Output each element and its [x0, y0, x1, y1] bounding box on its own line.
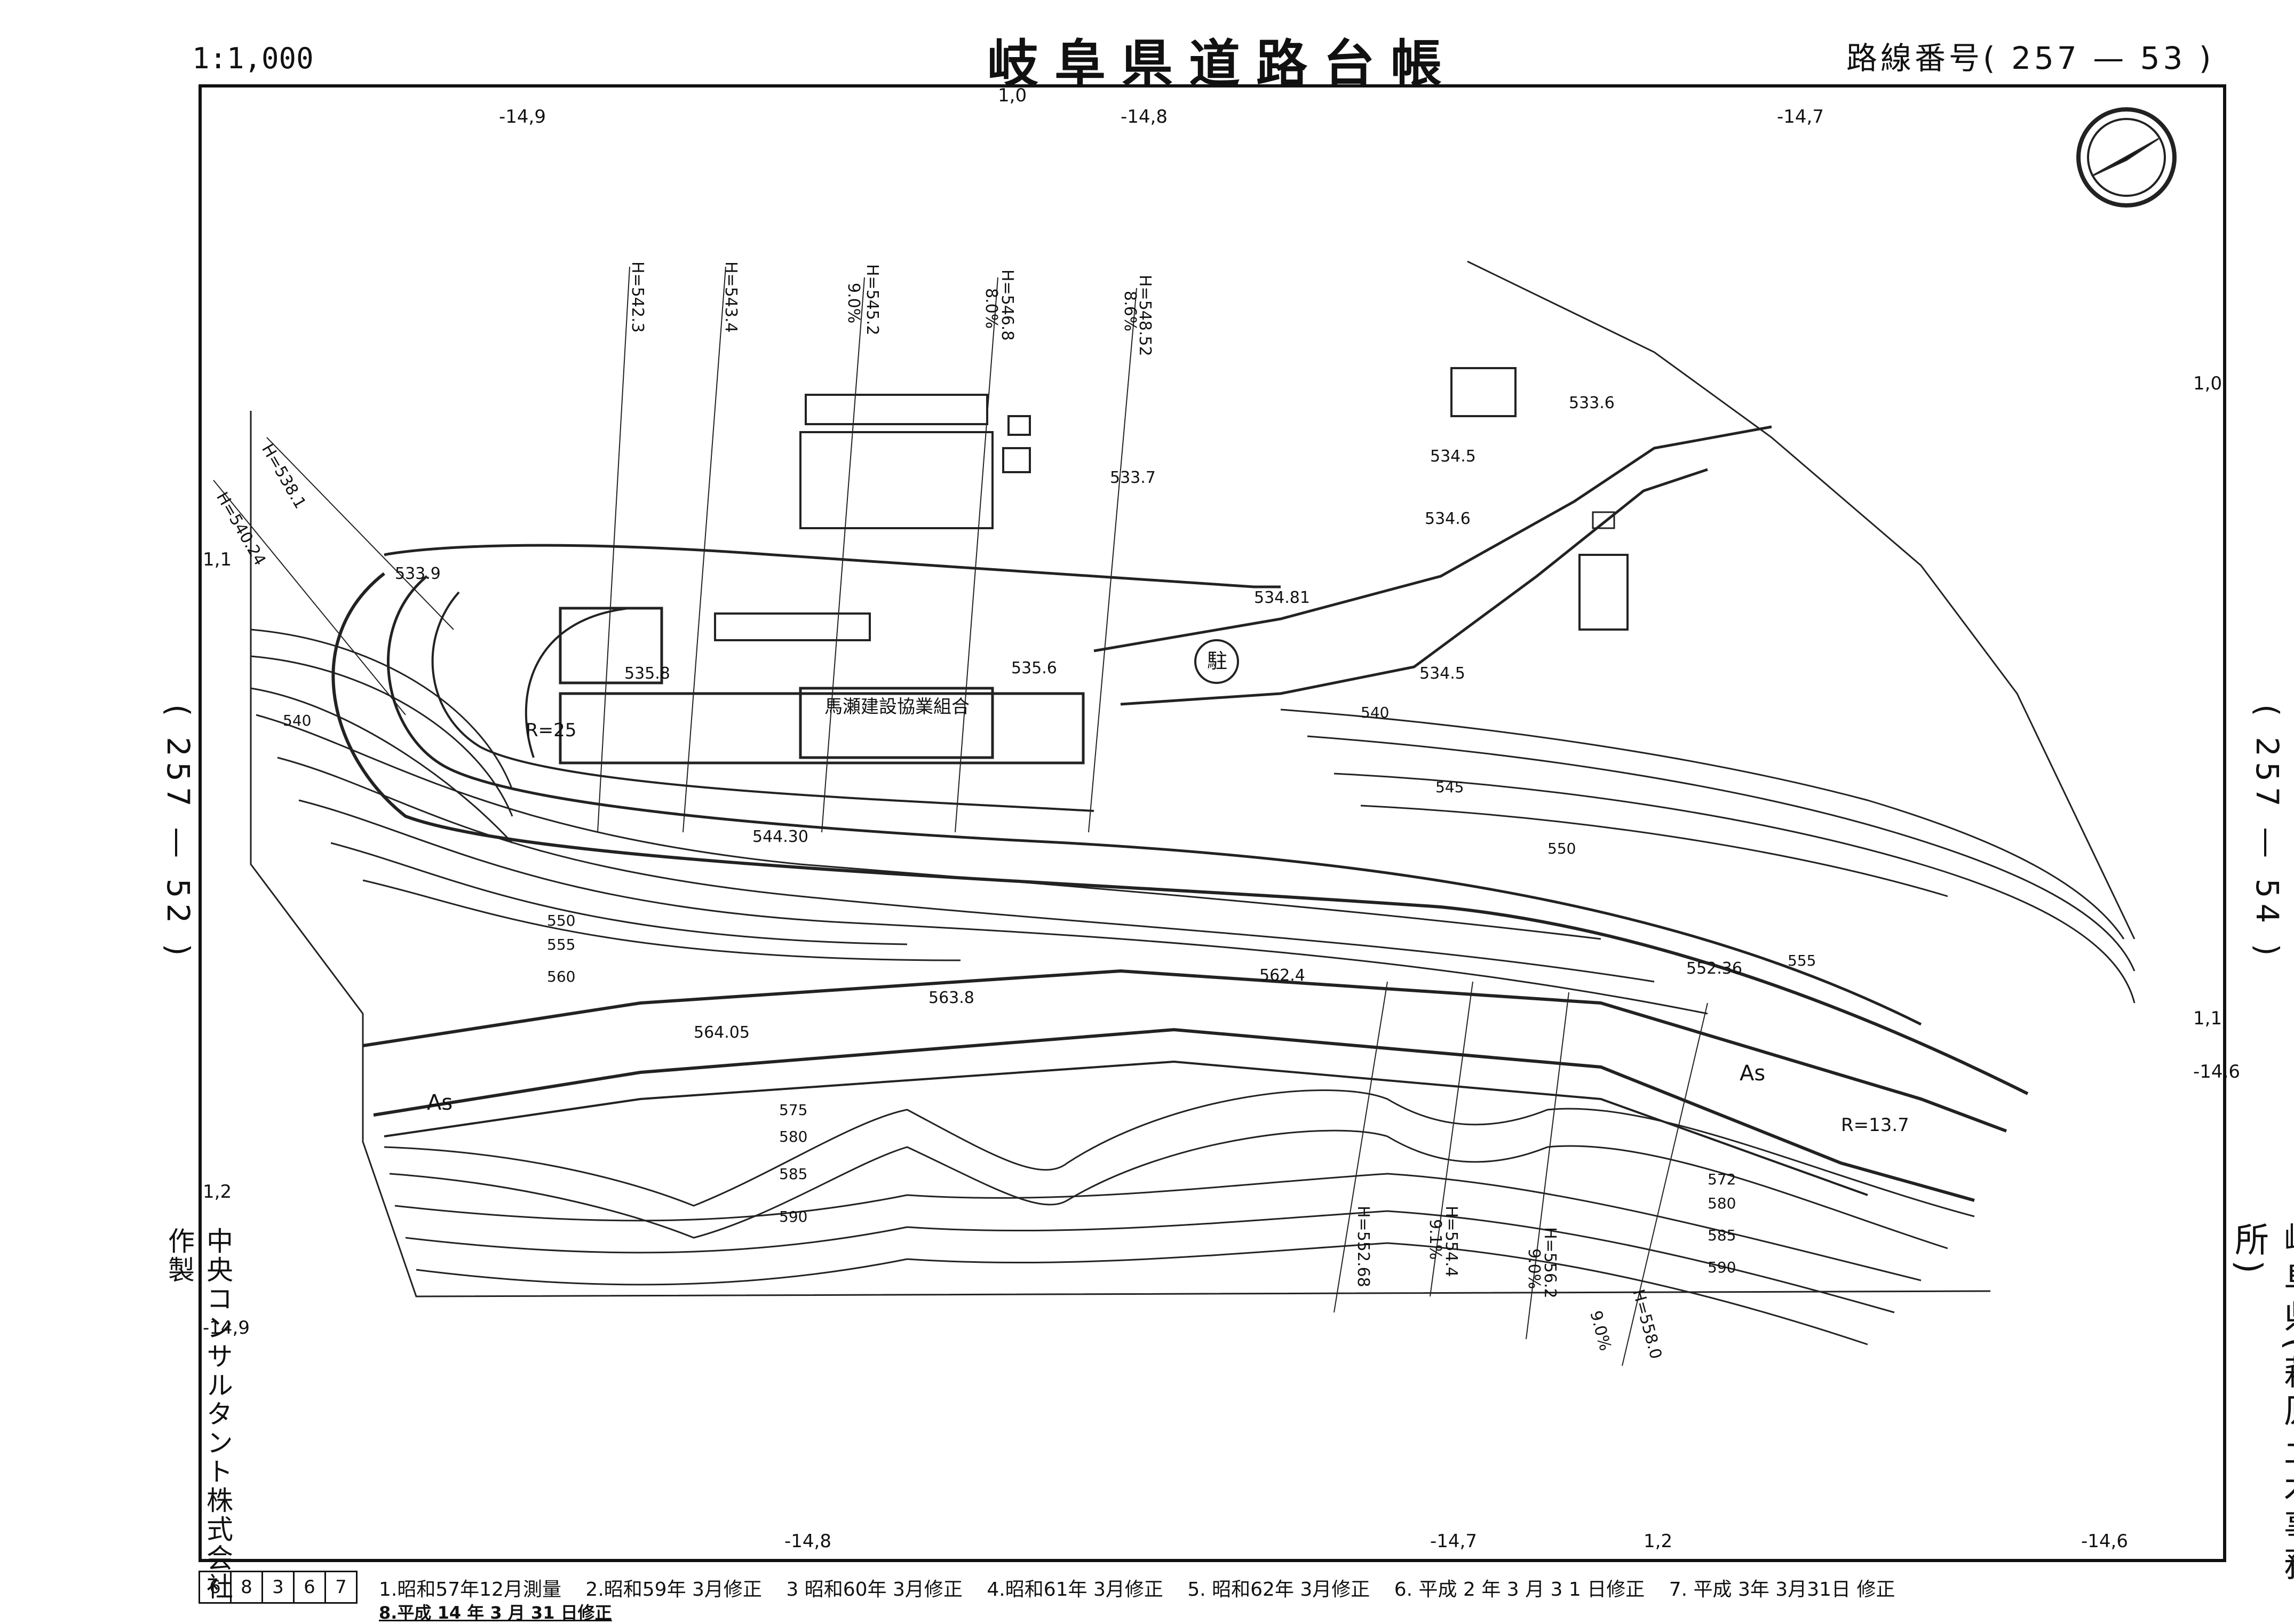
- revision-entry-latest: 8.平成 14 年 3 月 31 日修正: [379, 1603, 612, 1623]
- contour-label-13: 572: [1708, 1171, 1736, 1188]
- surface-label-2: As: [1740, 1061, 1765, 1086]
- grid-mark-2: 1,0: [998, 85, 1027, 106]
- route-number: 路線番号( 257 — 53 ): [1846, 40, 2214, 76]
- spot-height-14: 552.36: [1686, 959, 1742, 978]
- elevation-note-3: H=542.3: [628, 261, 647, 333]
- grid-mark-14: -14,9: [203, 1317, 250, 1339]
- contour-label-9: 575: [779, 1101, 807, 1119]
- contour-label-2: 540: [1361, 704, 1389, 721]
- elevation-note-9: H=554.4: [1442, 1206, 1460, 1277]
- grade-note-4: 9.1%: [1426, 1219, 1444, 1260]
- elevation-note-7: H=548.52: [1136, 275, 1154, 356]
- grade-note-6: 9.0%: [1586, 1309, 1615, 1353]
- radius-label-2: R=13.7: [1841, 1114, 1909, 1136]
- sheet-id-digit: 6: [295, 1572, 326, 1602]
- elevation-note-1: H=538.1: [258, 441, 309, 512]
- contour-label-4: 550: [1547, 840, 1576, 857]
- elevation-note-5: H=545.2: [863, 264, 882, 336]
- grid-mark-7: -14,6: [2193, 1061, 2240, 1082]
- adjacent-route-left: ( 257 — 52 ): [160, 704, 196, 961]
- surface-label-1: As: [427, 1090, 453, 1115]
- adjacent-route-right: ( 257 — 54 ): [2249, 704, 2285, 961]
- grid-mark-13: 1,1: [2193, 1008, 2222, 1029]
- grid-mark-9: -14,7: [1430, 1531, 1477, 1552]
- spot-height-2: 533.7: [1110, 468, 1156, 487]
- office-name: 岐阜県(萩原土木事務所): [2229, 1222, 2294, 1585]
- elevation-note-11: H=558.0: [1629, 1287, 1665, 1361]
- parking-mark: 駐: [1207, 649, 1227, 673]
- contour-label-5: 550: [547, 912, 575, 929]
- sheet-id-box: 6 8 3 6 7: [199, 1571, 358, 1604]
- revision-entry: 2.昭和59年 3月修正: [585, 1579, 762, 1601]
- north-arrow-icon: [2076, 107, 2177, 208]
- spot-height-1: 533.9: [395, 564, 441, 583]
- grid-mark-6: 1,2: [203, 1181, 232, 1203]
- revision-history: 1.昭和57年12月測量 2.昭和59年 3月修正 3 昭和60年 3月修正 4…: [379, 1574, 1913, 1602]
- contour-label-3: 545: [1435, 778, 1464, 796]
- grade-note-1: 9.0%: [844, 283, 863, 323]
- revision-entry: 3 昭和60年 3月修正: [786, 1579, 963, 1601]
- spot-height-4: 533.6: [1569, 394, 1615, 412]
- grid-mark-1: -14,9: [499, 106, 546, 128]
- grade-note-5: 9.0%: [1525, 1248, 1543, 1289]
- spot-height-7: 535.8: [624, 664, 670, 683]
- sheet-id-digit: 6: [200, 1572, 232, 1602]
- grid-mark-5: 1,1: [203, 549, 232, 570]
- spot-height-12: 562.4: [1259, 966, 1305, 985]
- elevation-note-4: H=543.4: [721, 261, 740, 333]
- map-maker: 中央コンサルタント株式会社作製: [164, 1227, 233, 1602]
- contour-label-15: 585: [1708, 1227, 1736, 1244]
- contour-label-6: 555: [547, 936, 575, 953]
- revision-entry: 4.昭和61年 3月修正: [987, 1579, 1163, 1601]
- contour-label-8: 560: [547, 968, 575, 985]
- spot-height-10: 544.30: [752, 827, 808, 846]
- grade-note-3: 8.6%: [1121, 291, 1139, 331]
- elevation-note-6: H=546.8: [998, 269, 1017, 341]
- contour-label-14: 580: [1708, 1195, 1736, 1212]
- sheet-id-digit: 7: [335, 1577, 347, 1598]
- contour-label-11: 585: [779, 1165, 807, 1183]
- grid-mark-8: -14,8: [784, 1531, 831, 1552]
- revision-entry: 5. 昭和62年 3月修正: [1187, 1579, 1370, 1601]
- radius-label-1: R=25: [526, 720, 576, 741]
- contour-label-7: 555: [1788, 952, 1816, 969]
- facility-label: 馬瀬建設協業組合: [824, 696, 970, 718]
- revision-entry: 6. 平成 2 年 3 月 3 1 日修正: [1394, 1579, 1645, 1601]
- grid-mark-12: 1,0: [2193, 373, 2222, 394]
- spot-height-3: 534.5: [1430, 447, 1476, 466]
- spot-height-13: 564.05: [694, 1023, 750, 1042]
- revision-entry: 1.昭和57年12月測量: [379, 1579, 561, 1601]
- contour-label-16: 590: [1708, 1259, 1736, 1276]
- elevation-note-10: H=556.2: [1541, 1227, 1559, 1299]
- revision-entry: 7. 平成 3年 3月31日 修正: [1669, 1579, 1895, 1601]
- map-scale: 1:1,000: [192, 42, 314, 75]
- grid-mark-10: 1,2: [1644, 1531, 1672, 1552]
- spot-height-6: 534.81: [1254, 588, 1310, 607]
- grade-note-2: 8.0%: [982, 288, 1001, 329]
- page-title: 岐阜県道路台帳: [987, 34, 1458, 94]
- grid-mark-4: -14,7: [1777, 106, 1824, 128]
- map-frame: [199, 84, 2226, 1562]
- contour-label-12: 590: [779, 1208, 807, 1225]
- elevation-note-8: H=552.68: [1354, 1206, 1372, 1287]
- sheet-id-digit: 3: [263, 1572, 295, 1602]
- grid-mark-11: -14,6: [2081, 1531, 2128, 1552]
- spot-height-9: 534.5: [1419, 664, 1465, 683]
- grid-mark-3: -14,8: [1121, 106, 1168, 128]
- contour-label-1: 540: [283, 712, 311, 729]
- spot-height-8: 535.6: [1011, 659, 1057, 678]
- sheet-id-digit: 8: [232, 1572, 263, 1602]
- contour-label-10: 580: [779, 1128, 807, 1145]
- spot-height-5: 534.6: [1425, 510, 1471, 528]
- spot-height-11: 563.8: [928, 989, 974, 1007]
